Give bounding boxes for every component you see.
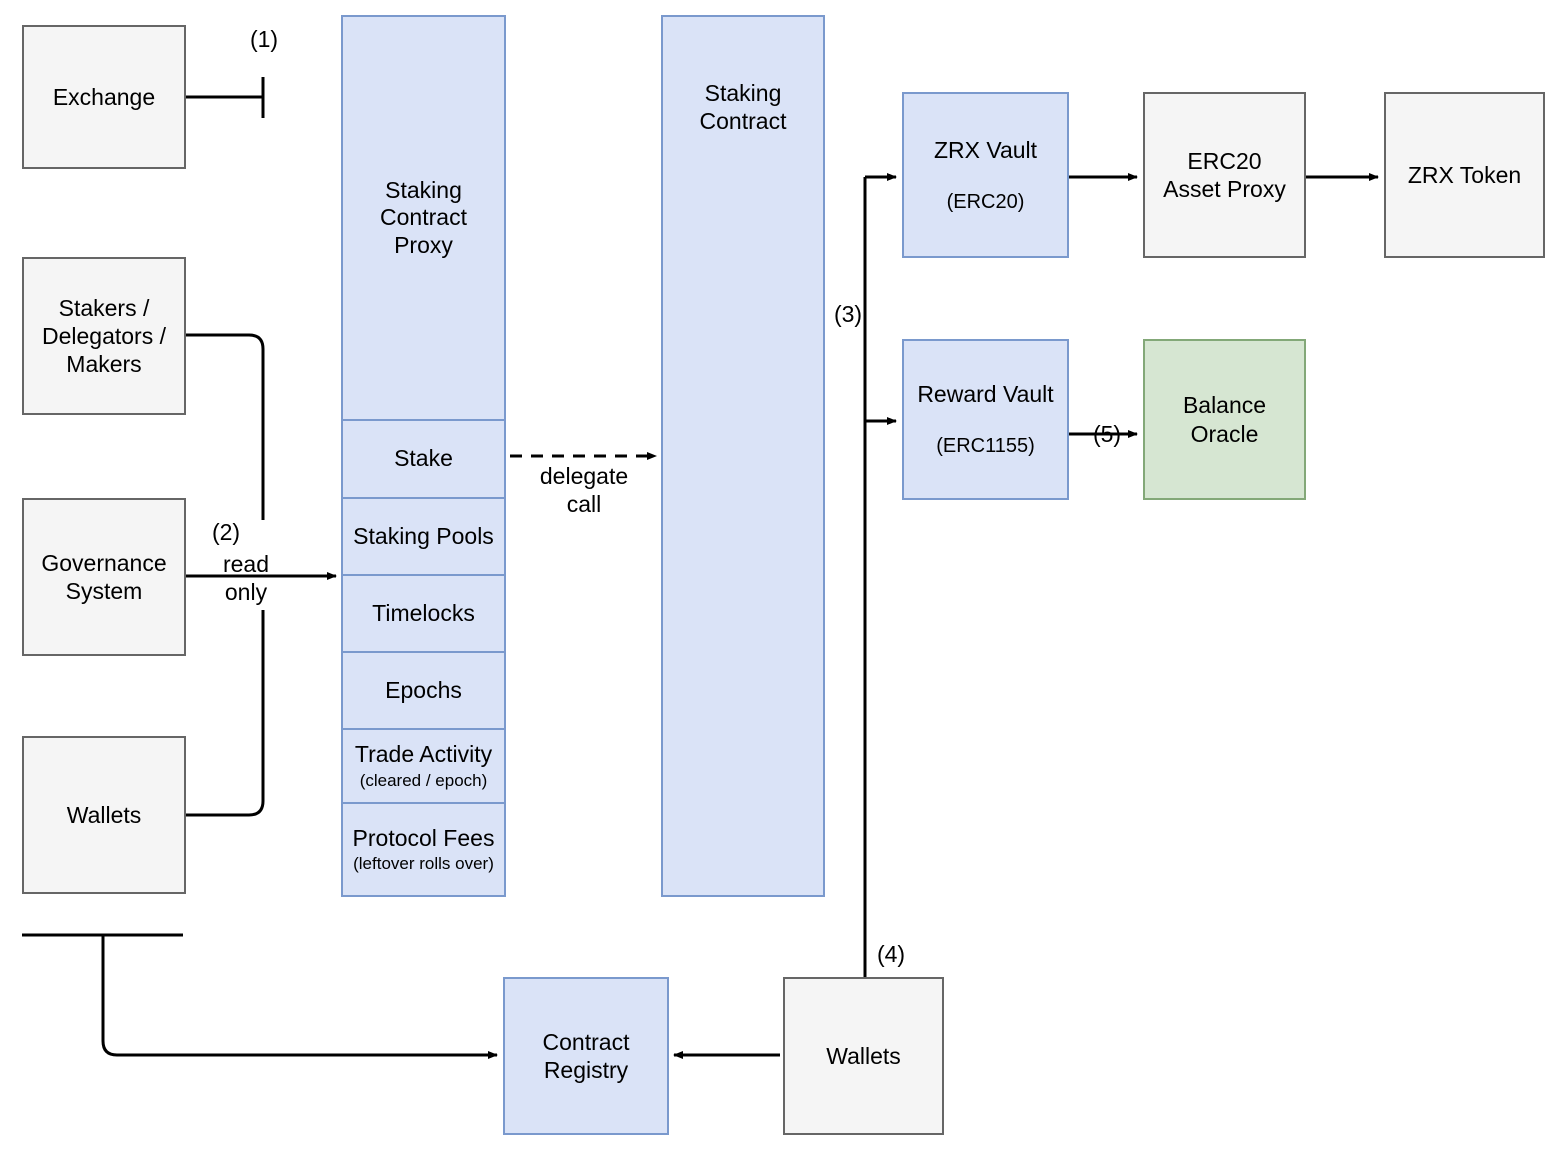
node-governance-system[interactable]: Governance System — [22, 498, 186, 656]
edge-left-bus-to-registry — [22, 933, 498, 1059]
node-staking-contract[interactable]: Staking Contract — [661, 15, 825, 897]
node-staking-contract-label: Staking Contract — [699, 80, 787, 135]
node-zrx-vault-label: ZRX Vault — [933, 136, 1038, 163]
node-stakers-delegators-makers[interactable]: Stakers / Delegators / Makers — [22, 257, 186, 415]
edge-wallets-left-to-bus — [186, 610, 265, 817]
proxy-section-staking-pools[interactable]: Staking Pools — [343, 497, 504, 574]
node-exchange-label: Exchange — [52, 83, 156, 110]
node-wallets-left-label: Wallets — [66, 801, 142, 828]
node-zrx-token-label: ZRX Token — [1407, 161, 1522, 188]
proxy-section-trade-activity[interactable]: Trade Activity (cleared / epoch) — [343, 728, 504, 802]
node-stakers-label: Stakers / Delegators / Makers — [41, 294, 166, 378]
node-zrx-vault-sub: (ERC20) — [946, 190, 1025, 213]
node-governance-label: Governance System — [41, 549, 167, 604]
node-contract-registry-label: Contract Registry — [542, 1028, 630, 1083]
proxy-section-stake-label: Stake — [394, 445, 453, 472]
proxy-section-protocol-fees-label: Protocol Fees — [352, 824, 495, 851]
edge-label-step-5: (5) — [1092, 421, 1122, 447]
proxy-section-protocol-fees-note: (leftover rolls over) — [353, 854, 494, 874]
node-wallets-bottom-label: Wallets — [826, 1042, 901, 1069]
node-reward-vault-label: Reward Vault — [917, 381, 1054, 408]
edge-label-step-3: (3) — [833, 301, 863, 327]
proxy-section-timelocks[interactable]: Timelocks — [343, 574, 504, 651]
node-balance-oracle[interactable]: Balance Oracle — [1143, 339, 1306, 500]
proxy-section-trade-activity-label: Trade Activity — [354, 741, 493, 767]
node-wallets-left[interactable]: Wallets — [22, 736, 186, 894]
proxy-section-stake[interactable]: Stake — [343, 419, 504, 497]
proxy-section-trade-activity-note: (cleared / epoch) — [359, 770, 488, 790]
proxy-section-staking-pools-label: Staking Pools — [353, 522, 494, 549]
node-balance-oracle-label: Balance Oracle — [1182, 392, 1267, 447]
edge-label-read-only: read only — [222, 551, 270, 605]
edge-staking-contract-bus — [863, 173, 897, 977]
proxy-header-label: Staking Contract Proxy — [380, 176, 467, 258]
node-reward-vault[interactable]: Reward Vault (ERC1155) — [902, 339, 1069, 500]
node-contract-registry[interactable]: Contract Registry — [503, 977, 669, 1135]
node-zrx-token[interactable]: ZRX Token — [1384, 92, 1545, 258]
edge-label-step-1: (1) — [249, 26, 279, 52]
node-reward-vault-sub: (ERC1155) — [936, 435, 1035, 458]
edge-exchange-to-stub — [186, 77, 265, 118]
node-exchange[interactable]: Exchange — [22, 25, 186, 169]
edge-label-step-4: (4) — [876, 941, 906, 967]
proxy-section-epochs[interactable]: Epochs — [343, 651, 504, 728]
proxy-section-timelocks-label: Timelocks — [372, 599, 475, 626]
edge-label-delegate-call: delegate call — [539, 463, 629, 517]
node-staking-contract-proxy[interactable]: Staking Contract Proxy Stake Staking Poo… — [341, 15, 506, 897]
proxy-section-epochs-label: Epochs — [385, 676, 462, 703]
proxy-section-protocol-fees[interactable]: Protocol Fees (leftover rolls over) — [343, 802, 504, 895]
node-erc20-asset-proxy-label: ERC20 Asset Proxy — [1163, 147, 1286, 202]
node-zrx-vault[interactable]: ZRX Vault (ERC20) — [902, 92, 1069, 258]
node-erc20-asset-proxy[interactable]: ERC20 Asset Proxy — [1143, 92, 1306, 258]
node-wallets-bottom[interactable]: Wallets — [783, 977, 944, 1135]
edge-stakers-to-bus — [186, 333, 265, 520]
proxy-header: Staking Contract Proxy — [343, 17, 504, 419]
edge-label-step-2: (2) — [211, 519, 241, 545]
